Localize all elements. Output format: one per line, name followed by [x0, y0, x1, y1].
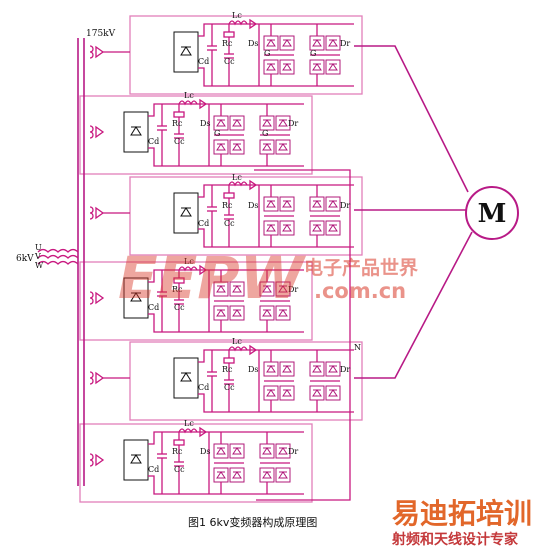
- svg-text:G: G: [214, 129, 220, 138]
- brand-logo: 易迪拓培训 射频和天线设计专家: [391, 497, 532, 548]
- svg-text:Rc: Rc: [172, 285, 183, 294]
- secondary-voltage-label: 175kV: [86, 29, 116, 39]
- svg-text:Ds: Ds: [248, 365, 259, 374]
- cell-1-component-labels: Cd Lc Rc Cc Ds Dr G G: [198, 11, 350, 66]
- svg-text:Ds: Ds: [200, 447, 211, 456]
- power-cell-3: [89, 177, 362, 255]
- svg-text:Dr: Dr: [340, 365, 350, 374]
- power-cell-6: [80, 424, 312, 502]
- svg-text:Cc: Cc: [224, 219, 235, 228]
- svg-text:Ds: Ds: [248, 39, 259, 48]
- svg-text:Cc: Cc: [174, 465, 185, 474]
- cell-5-component-labels: Cd Lc Rc Cc Ds Dr: [198, 337, 350, 392]
- svg-text:Lc: Lc: [232, 337, 242, 346]
- svg-text:射频和天线设计专家: 射频和天线设计专家: [391, 531, 519, 548]
- svg-text:Rc: Rc: [172, 447, 183, 456]
- svg-text:Cc: Cc: [174, 137, 185, 146]
- phase-v-label: V: [34, 252, 41, 261]
- eepw-watermark: EEPW 电子产品世界 .com.cn: [118, 244, 418, 312]
- power-cell-2: [80, 96, 312, 174]
- neutral-label: N: [354, 343, 361, 352]
- phase-w-label: W: [35, 261, 44, 270]
- svg-text:Dr: Dr: [340, 39, 350, 48]
- svg-text:Lc: Lc: [184, 419, 194, 428]
- motor-symbol: [465, 186, 519, 240]
- svg-text:Dr: Dr: [288, 119, 298, 128]
- svg-text:Lc: Lc: [232, 173, 242, 182]
- input-voltage-label: 6kV: [16, 254, 34, 264]
- svg-text:Cd: Cd: [148, 137, 159, 146]
- motor-label: M: [478, 199, 507, 229]
- svg-text:Cd: Cd: [198, 57, 209, 66]
- svg-text:Cc: Cc: [174, 303, 185, 312]
- cell-2-component-labels: Cd Lc Rc Cc Ds Dr G G: [148, 91, 298, 146]
- svg-text:Rc: Rc: [222, 365, 233, 374]
- svg-text:G: G: [262, 129, 268, 138]
- svg-text:Rc: Rc: [222, 39, 233, 48]
- svg-text:易迪拓培训: 易迪拓培训: [392, 497, 532, 530]
- svg-text:G: G: [264, 49, 270, 58]
- neutral-link: [254, 169, 351, 501]
- power-cell-1: [89, 16, 362, 94]
- svg-text:Cd: Cd: [198, 219, 209, 228]
- power-cell-5: [89, 342, 362, 420]
- cell-3-component-labels: Cd Lc Rc Cc Ds Dr: [198, 173, 350, 228]
- cell-4-component-labels: Cd Lc Rc Cc Dr: [148, 257, 298, 312]
- svg-text:.com.cn: .com.cn: [314, 279, 406, 303]
- svg-text:Dr: Dr: [340, 201, 350, 210]
- svg-text:Dr: Dr: [288, 447, 298, 456]
- svg-text:EEPW: EEPW: [118, 244, 307, 312]
- output-phase-3: [354, 231, 473, 379]
- svg-text:Lc: Lc: [184, 257, 194, 266]
- svg-text:Lc: Lc: [184, 91, 194, 100]
- svg-text:Cd: Cd: [148, 303, 159, 312]
- svg-text:Ds: Ds: [248, 201, 259, 210]
- svg-text:Rc: Rc: [172, 119, 183, 128]
- svg-text:Cc: Cc: [224, 57, 235, 66]
- svg-text:Lc: Lc: [232, 11, 242, 20]
- cell-6-component-labels: Cd Lc Rc Cc Ds Dr: [148, 419, 298, 474]
- svg-text:Cd: Cd: [148, 465, 159, 474]
- output-phase-1: [354, 45, 469, 193]
- svg-text:Dr: Dr: [288, 285, 298, 294]
- phase-u-label: U: [35, 243, 42, 252]
- svg-text:Cc: Cc: [224, 383, 235, 392]
- svg-text:Cd: Cd: [198, 383, 209, 392]
- svg-text:G: G: [310, 49, 316, 58]
- figure-caption: 图1 6kv变频器构成原理图: [188, 515, 317, 529]
- input-transformer: [37, 248, 79, 265]
- svg-text:Rc: Rc: [222, 201, 233, 210]
- svg-text:电子产品世界: 电子产品世界: [304, 256, 418, 279]
- svg-text:Ds: Ds: [200, 119, 211, 128]
